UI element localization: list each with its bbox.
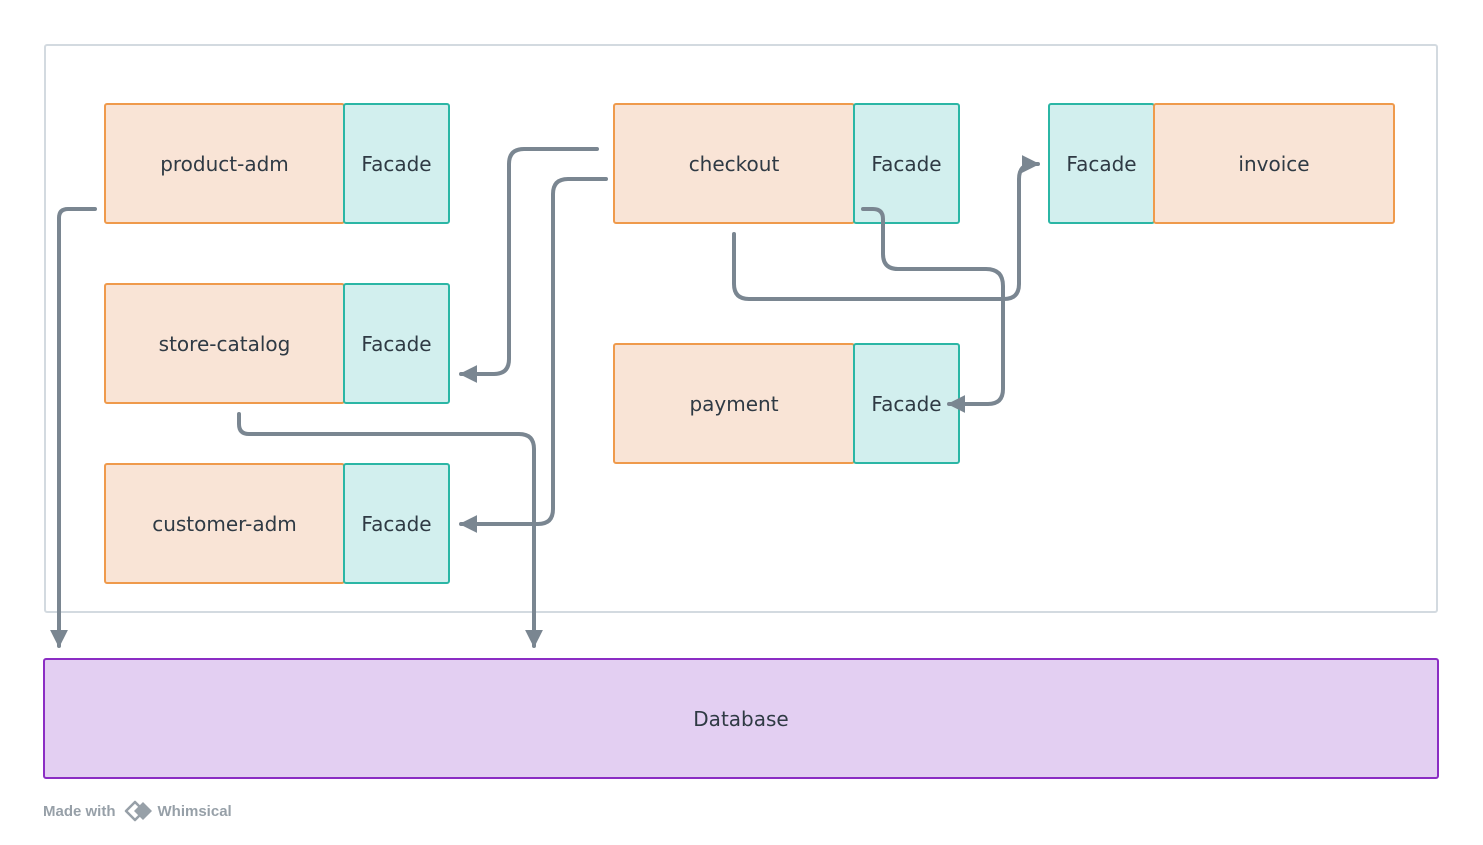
whimsical-brand-label[interactable]: Whimsical [157,802,232,820]
made-with-label: Made with [43,802,116,820]
product-adm-facade[interactable]: Facade [343,103,450,224]
product-adm-module[interactable]: product-adm [104,103,345,224]
invoice-facade[interactable]: Facade [1048,103,1155,224]
checkout-facade[interactable]: Facade [853,103,960,224]
store-catalog-module[interactable]: store-catalog [104,283,345,404]
whimsical-logo-icon [124,800,154,822]
modules-container [44,44,1438,613]
payment-facade[interactable]: Facade [853,343,960,464]
invoice-module[interactable]: invoice [1153,103,1395,224]
checkout-module[interactable]: checkout [613,103,855,224]
payment-module[interactable]: payment [613,343,855,464]
customer-adm-facade[interactable]: Facade [343,463,450,584]
database-box[interactable]: Database [43,658,1439,779]
footer-watermark: Made with Whimsical [43,800,232,822]
customer-adm-module[interactable]: customer-adm [104,463,345,584]
store-catalog-facade[interactable]: Facade [343,283,450,404]
